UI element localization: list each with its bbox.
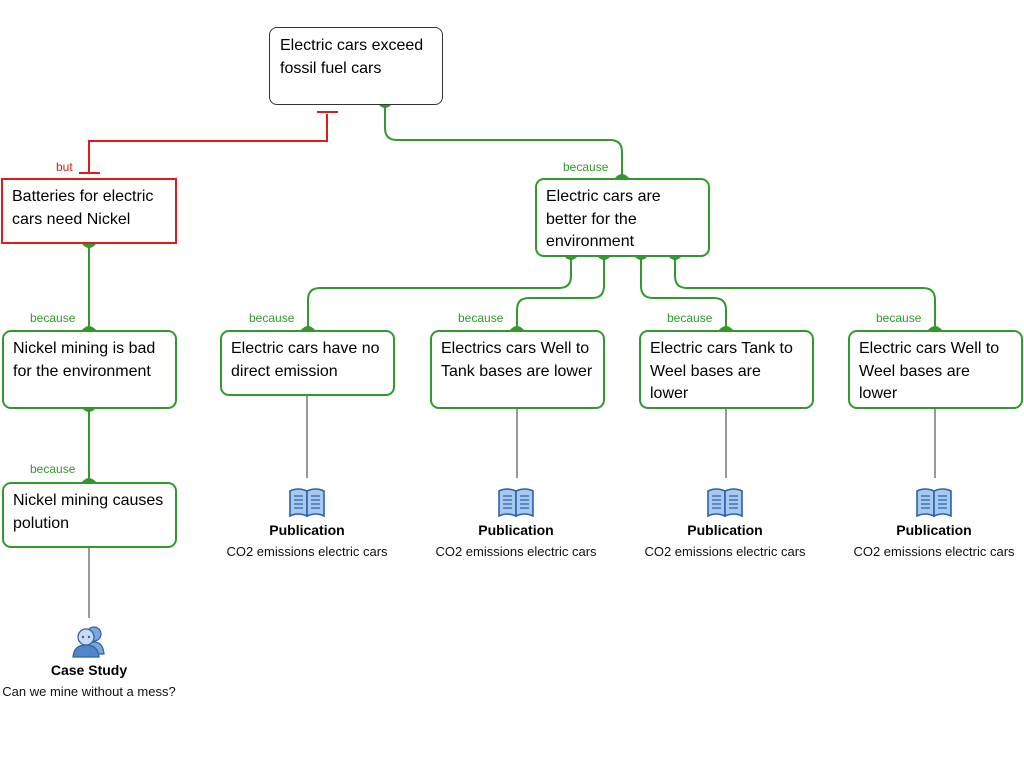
because-label: because [30, 462, 76, 476]
resource-title[interactable]: CO2 emissions electric cars [435, 544, 597, 559]
because-label: because [30, 311, 76, 325]
reason-node-3[interactable]: Electric cars Tank to Weel bases are low… [639, 330, 814, 409]
reason-node-4[interactable]: Electric cars Well to Weel bases are low… [848, 330, 1023, 409]
because-label: because [458, 311, 504, 325]
link-reason-to-r3 [640, 256, 727, 330]
because-label: because [876, 311, 922, 325]
resource-title[interactable]: CO2 emissions electric cars [226, 544, 388, 559]
resource-title[interactable]: Can we mine without a mess? [2, 684, 176, 699]
resource-title[interactable]: CO2 emissions electric cars [853, 544, 1015, 559]
people-icon [72, 626, 105, 658]
reason-node-nickel-bad[interactable]: Nickel mining is bad for the environment [2, 330, 177, 409]
resource-type: Case Study [50, 662, 128, 678]
publication-resource[interactable]: Publication CO2 emissions electric cars [635, 486, 815, 561]
reason-node-2[interactable]: Electrics cars Well to Tank bases are lo… [430, 330, 605, 409]
case-study-resource[interactable]: Case Study Can we mine without a mess? [0, 624, 179, 701]
reason-node-1[interactable]: Electric cars have no direct emission [220, 330, 395, 396]
main-reason-node[interactable]: Electric cars are better for the environ… [535, 178, 710, 257]
publication-resource[interactable]: Publication CO2 emissions electric cars [426, 486, 606, 561]
because-label: because [249, 311, 295, 325]
publication-resource[interactable]: Publication CO2 emissions electric cars [217, 486, 397, 561]
book-icon [289, 488, 325, 518]
resource-type: Publication [687, 522, 763, 538]
resource-type: Publication [269, 522, 345, 538]
objection-node[interactable]: Batteries for electric cars need Nickel [1, 178, 177, 244]
resource-title[interactable]: CO2 emissions electric cars [644, 544, 806, 559]
resource-type: Publication [896, 522, 972, 538]
book-icon [916, 488, 952, 518]
link-reason-to-r1 [307, 256, 572, 330]
but-label: but [56, 160, 73, 174]
claim-node[interactable]: Electric cars exceed fossil fuel cars [269, 27, 443, 105]
link-reason-to-r2 [516, 256, 605, 330]
link-claim-to-objection [88, 114, 328, 172]
resource-type: Publication [478, 522, 554, 538]
link-reason-to-r4 [674, 256, 936, 330]
book-icon [498, 488, 534, 518]
because-label: because [667, 311, 713, 325]
because-label: because [563, 160, 609, 174]
link-claim-to-reason [384, 104, 623, 178]
reason-node-nickel-polution[interactable]: Nickel mining causes polution [2, 482, 177, 548]
book-icon [707, 488, 743, 518]
publication-resource[interactable]: Publication CO2 emissions electric cars [844, 486, 1024, 561]
